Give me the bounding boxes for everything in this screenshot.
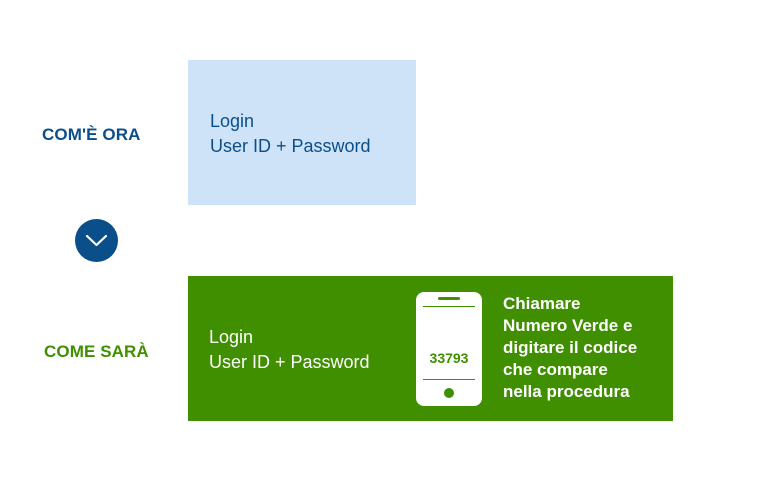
instruction-line: digitare il codice	[503, 338, 638, 357]
current-login-credentials: User ID + Password	[210, 136, 371, 156]
future-instructions: Chiamare Numero Verde e digitare il codi…	[503, 293, 668, 403]
current-login-text: Login User ID + Password	[210, 109, 371, 159]
instruction-line: Numero Verde e	[503, 316, 633, 335]
future-login-credentials: User ID + Password	[209, 352, 370, 372]
current-login-title: Login	[210, 111, 255, 131]
smartphone-icon: 33793	[416, 292, 482, 406]
future-login-title: Login	[209, 327, 254, 347]
instruction-line: Chiamare	[503, 294, 581, 313]
current-login-box: Login User ID + Password	[188, 60, 416, 205]
chevron-down-icon	[75, 219, 118, 262]
future-state-label: COME SARÀ	[44, 342, 149, 361]
future-login-box: Login User ID + Password 33793 Chiamare …	[188, 276, 673, 421]
current-state-label: COM'È ORA	[42, 125, 141, 144]
instruction-line: che compare	[503, 360, 608, 379]
instruction-line: nella procedura	[503, 382, 630, 401]
phone-code: 33793	[429, 350, 469, 366]
future-login-text: Login User ID + Password	[209, 325, 370, 375]
